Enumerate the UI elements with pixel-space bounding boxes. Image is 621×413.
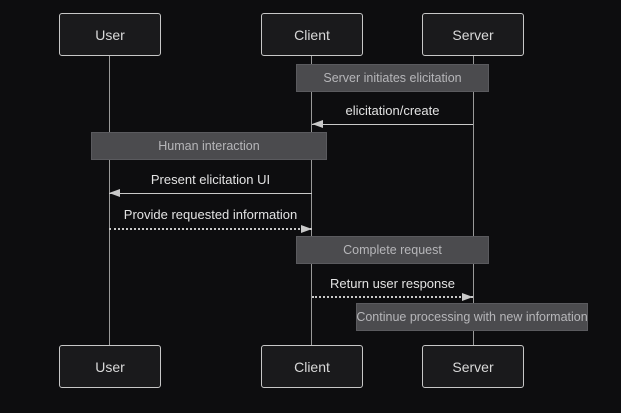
actor-server-top: Server <box>422 13 524 56</box>
actor-user-label: User <box>95 358 125 375</box>
actor-server-label: Server <box>452 358 494 375</box>
actor-user-label: User <box>95 26 125 43</box>
actor-client-top: Client <box>261 13 363 56</box>
note-label: Server initiates elicitation <box>323 70 462 85</box>
actor-user-bottom: User <box>59 345 161 388</box>
actor-client-label: Client <box>294 26 330 43</box>
note-continue-processing: Continue processing with new information <box>356 303 588 331</box>
actor-server-label: Server <box>452 26 494 43</box>
lifeline-server <box>473 56 474 345</box>
message-label-provide-requested-information: Provide requested information <box>123 207 298 222</box>
message-label-elicitation-create: elicitation/create <box>345 103 440 118</box>
arrowhead-left-icon <box>312 120 323 128</box>
note-label: Continue processing with new information <box>356 309 588 324</box>
note-label: Complete request <box>343 242 442 257</box>
arrowhead-right-icon <box>462 293 473 301</box>
note-human-interaction: Human interaction <box>91 132 327 160</box>
message-label-return-user-response: Return user response <box>329 276 455 291</box>
note-complete-request: Complete request <box>296 236 489 264</box>
message-label-present-elicitation-ui: Present elicitation UI <box>150 172 271 187</box>
note-server-initiates-elicitation: Server initiates elicitation <box>296 64 489 92</box>
message-line-provide-requested-information <box>109 228 312 230</box>
message-line-elicitation-create <box>312 124 473 125</box>
message-line-return-user-response <box>312 296 473 298</box>
actor-client-bottom: Client <box>261 345 363 388</box>
arrowhead-left-icon <box>109 189 120 197</box>
message-line-present-elicitation-ui <box>109 193 312 194</box>
actor-user-top: User <box>59 13 161 56</box>
actor-server-bottom: Server <box>422 345 524 388</box>
arrowhead-right-icon <box>301 225 312 233</box>
note-label: Human interaction <box>158 138 260 153</box>
actor-client-label: Client <box>294 358 330 375</box>
lifeline-user <box>109 56 110 345</box>
lifeline-client <box>311 56 312 345</box>
